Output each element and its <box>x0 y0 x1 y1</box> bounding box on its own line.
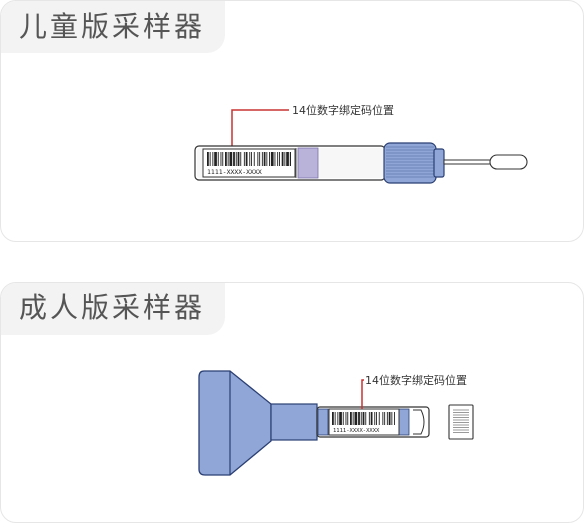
barcode-bar <box>249 152 251 166</box>
barcode-bar <box>289 152 291 166</box>
barcode-bar <box>281 152 284 166</box>
child-sampler-title: 儿童版采样器 <box>1 1 226 53</box>
barcode-bar <box>360 412 362 425</box>
adult-sampler-title: 成人版采样器 <box>1 283 226 335</box>
barcode-bar <box>217 152 219 166</box>
barcode-bar <box>394 412 395 425</box>
barcode-bar <box>222 152 224 166</box>
barcode-bar <box>227 152 229 166</box>
barcode-bar <box>374 412 376 425</box>
adult-separate-cap <box>448 404 474 440</box>
adult-barcode-label: 1111-XXXX-XXXX <box>328 408 400 436</box>
child-sampler-panel: 儿童版采样器 14位数字绑定码位置 1111-XXXX-XXXX <box>0 0 584 242</box>
barcode-bar <box>286 152 289 166</box>
barcode-bar <box>261 152 263 166</box>
barcode-bar <box>225 152 227 166</box>
barcode-bar <box>347 412 349 425</box>
barcode-bar <box>350 412 352 425</box>
adult-sampler-diagram: 1111-XXXX-XXXX 14位数字绑定码位置 <box>198 370 474 476</box>
child-callout-line <box>231 109 289 146</box>
barcode-bar <box>391 412 393 425</box>
child-barcode-label: 1111-XXXX-XXXX <box>202 148 296 178</box>
barcode-bar <box>386 412 388 425</box>
barcode-bar <box>368 412 370 425</box>
barcode-bar <box>263 152 266 166</box>
adult-callout-line <box>361 379 364 409</box>
child-barcode-number: 1111-XXXX-XXXX <box>207 168 262 176</box>
barcode-bar <box>257 152 259 166</box>
barcode-bar <box>376 412 377 425</box>
barcode-bar <box>229 152 233 166</box>
barcode-bar <box>354 412 358 425</box>
barcode-bar <box>384 412 386 425</box>
barcode-bar <box>235 152 237 166</box>
barcode-bar <box>279 152 280 166</box>
barcode-bar <box>245 152 248 166</box>
barcode-bar <box>284 152 286 166</box>
barcode-bar <box>388 412 391 425</box>
barcode-bar <box>243 152 245 166</box>
barcode-bar <box>365 412 367 425</box>
barcode-bar <box>209 152 211 166</box>
barcode-bar <box>237 152 240 166</box>
barcode-bar <box>220 152 222 166</box>
barcode-bar <box>269 152 270 166</box>
barcode-bar <box>277 152 279 166</box>
barcode-bar <box>274 152 276 166</box>
barcode-bar <box>362 412 365 425</box>
adult-barcode-number: 1111-XXXX-XXXX <box>333 428 380 434</box>
barcode-bar <box>352 412 354 425</box>
barcode-bar <box>378 412 380 425</box>
adult-funnel <box>198 370 272 476</box>
barcode-bar <box>259 152 261 166</box>
barcode-bar <box>332 412 334 425</box>
barcode-bar <box>382 412 384 425</box>
child-callout-text: 14位数字绑定码位置 <box>292 103 394 117</box>
child-sampler-diagram: 14位数字绑定码位置 1111-XXXX-XXXX <box>194 103 528 184</box>
barcode-bar <box>266 152 268 166</box>
barcode-bar <box>370 412 373 425</box>
adult-callout-text: 14位数字绑定码位置 <box>365 373 467 387</box>
barcode-bar <box>334 412 336 425</box>
barcode-bar <box>270 152 274 166</box>
child-swab-stick <box>443 159 492 165</box>
barcode-bar <box>233 152 235 166</box>
barcode-bar <box>212 152 214 166</box>
barcode-bar <box>339 412 342 425</box>
barcode-bar <box>342 412 344 425</box>
adult-connector <box>270 403 318 441</box>
barcode-bar <box>337 412 339 425</box>
barcode-bar <box>253 152 255 166</box>
barcode-bar <box>251 152 252 166</box>
child-swab-tip <box>489 154 528 170</box>
child-tube-liquid <box>297 147 319 179</box>
barcode-bar <box>214 152 217 166</box>
barcode-bar <box>345 412 347 425</box>
barcode-bar <box>207 152 209 166</box>
barcode-bar <box>358 412 360 425</box>
adult-sampler-panel: 成人版采样器 1111-XXXX-XXXX 14位数字绑定码位置 <box>0 282 584 523</box>
barcode-bar <box>240 152 242 166</box>
